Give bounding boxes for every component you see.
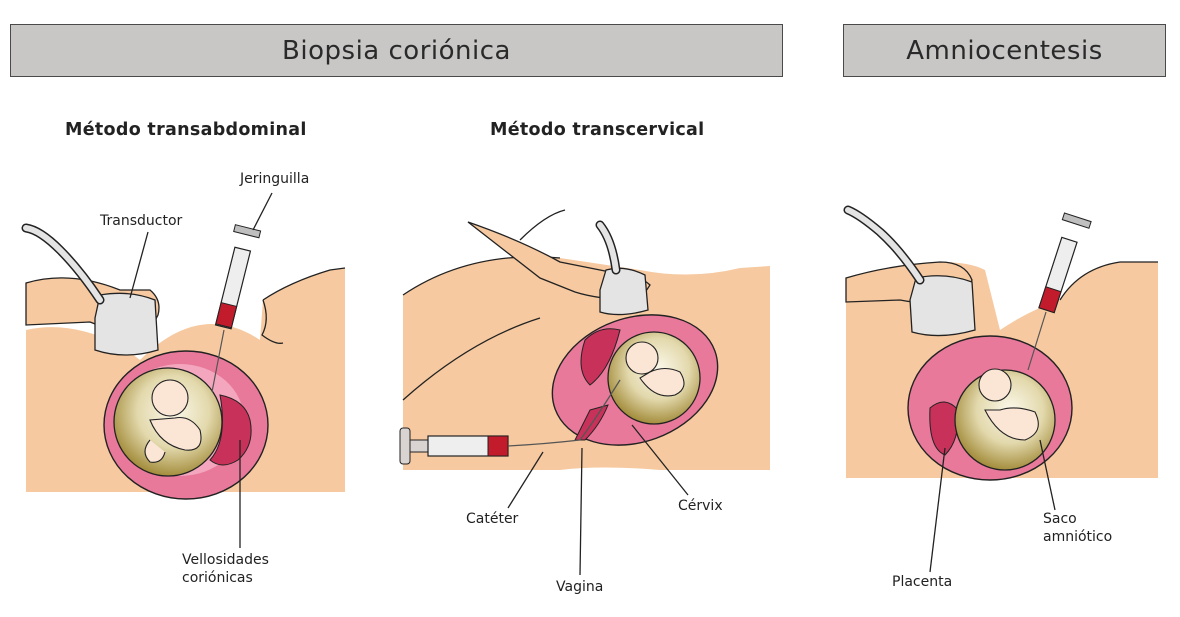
placenta bbox=[929, 401, 959, 456]
cervix bbox=[574, 404, 609, 441]
syringe bbox=[211, 224, 262, 393]
amniocentesis-title-banner: Amniocentesis bbox=[843, 24, 1166, 77]
fetus bbox=[144, 379, 202, 463]
transducer bbox=[94, 292, 159, 356]
label-transductor: Transductor bbox=[100, 213, 183, 229]
label-vellosidades-line2: coriónicas bbox=[182, 570, 253, 586]
label-vellosidades: Vellosidades coriónicas bbox=[182, 551, 269, 587]
label-jeringuilla: Jeringuilla bbox=[240, 171, 310, 187]
transabdominal-scene bbox=[21, 192, 346, 548]
transcervical-scene bbox=[399, 209, 770, 576]
fetus bbox=[625, 341, 685, 397]
biopsy-title: Biopsia coriónica bbox=[282, 35, 511, 66]
label-vellosidades-line1: Vellosidades bbox=[182, 552, 269, 568]
label-saco-amniotico: Saco amniótico bbox=[1043, 510, 1112, 546]
fetus bbox=[978, 368, 1039, 441]
transducer bbox=[599, 267, 649, 316]
placenta bbox=[209, 394, 252, 466]
label-cateter: Catéter bbox=[466, 511, 519, 527]
transcervical-method-heading: Método transcervical bbox=[490, 120, 705, 140]
catheter-syringe bbox=[399, 379, 621, 465]
label-saco-line2: amniótico bbox=[1043, 529, 1113, 545]
amniocentesis-scene bbox=[843, 205, 1158, 573]
amniocentesis-title: Amniocentesis bbox=[906, 35, 1103, 66]
transducer bbox=[909, 275, 976, 337]
placenta bbox=[580, 328, 621, 386]
label-cervix: Cérvix bbox=[678, 498, 723, 514]
label-vagina: Vagina bbox=[556, 579, 604, 595]
label-saco-line1: Saco bbox=[1043, 511, 1077, 527]
syringe bbox=[1027, 212, 1092, 371]
label-placenta: Placenta bbox=[892, 574, 953, 590]
transabdominal-method-heading: Método transabdominal bbox=[65, 120, 307, 140]
biopsy-title-banner: Biopsia coriónica bbox=[10, 24, 783, 77]
